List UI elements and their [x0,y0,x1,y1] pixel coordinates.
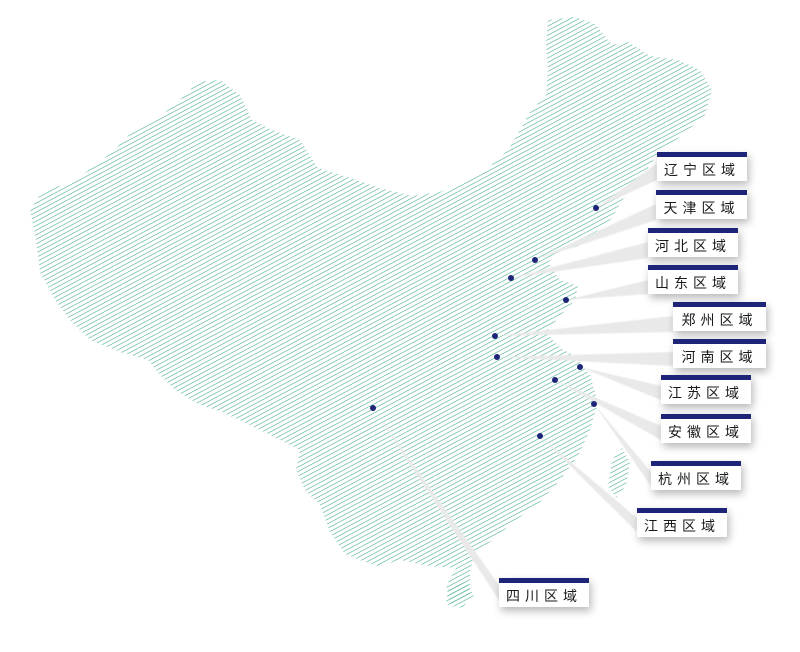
dot-tianjin[interactable] [532,257,538,263]
region-label-hebei[interactable]: 河北区域 [648,228,738,257]
region-label-shandong[interactable]: 山东区域 [648,265,738,294]
dot-shandong[interactable] [563,297,569,303]
connector-jiangxi [540,436,637,532]
dot-hebei[interactable] [508,275,514,281]
region-label-zhengzhou[interactable]: 郑州区域 [673,302,766,331]
dot-zhengzhou[interactable] [492,333,498,339]
region-label-hangzhou[interactable]: 杭州区域 [651,461,741,490]
taiwan-shape [608,448,630,498]
dot-jiangsu[interactable] [577,364,583,370]
connector-tianjin [535,204,656,260]
dot-jiangxi[interactable] [537,433,543,439]
dot-henan[interactable] [494,354,500,360]
connector-henan [497,352,673,366]
connector-jiangsu [580,367,661,400]
connector-hangzhou [594,404,651,486]
region-label-jiangsu[interactable]: 江苏区域 [661,375,751,404]
connector-lines [373,163,673,600]
region-label-tianjin[interactable]: 天津区域 [656,190,747,219]
connector-sichuan [373,408,499,600]
mainland-shape [30,17,712,607]
dot-anhui[interactable] [552,377,558,383]
dot-liaoning[interactable] [593,205,599,211]
dot-sichuan[interactable] [370,405,376,411]
connector-anhui [555,380,661,440]
connector-hebei [511,242,648,278]
region-label-liaoning[interactable]: 辽宁区域 [657,152,747,181]
dot-hangzhou[interactable] [591,401,597,407]
hainan-shape [446,582,474,608]
region-label-sichuan[interactable]: 四川区域 [499,578,589,607]
region-label-henan[interactable]: 河南区域 [673,339,766,368]
region-label-anhui[interactable]: 安徽区域 [661,414,751,443]
connector-liaoning [596,163,657,208]
connector-shandong [566,280,648,300]
connector-zhengzhou [495,316,673,336]
city-dots [370,205,599,439]
region-label-jiangxi[interactable]: 江西区域 [637,508,727,537]
